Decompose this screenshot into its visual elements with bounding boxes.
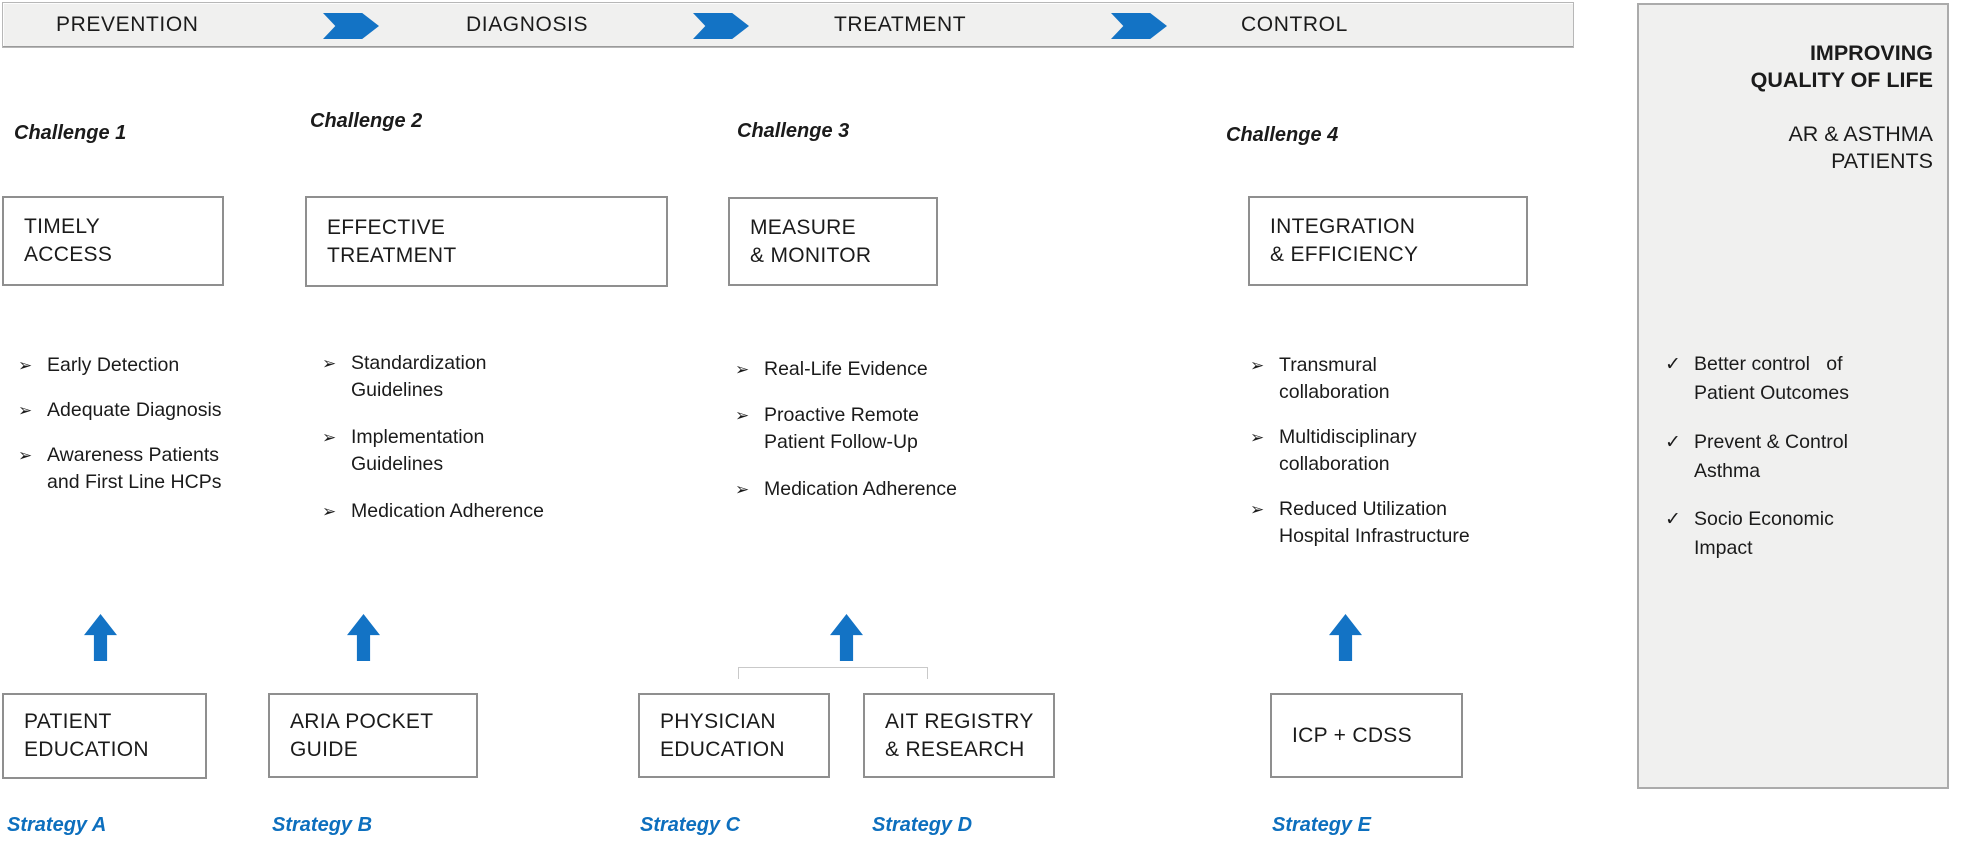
arrowhead-bullet-icon: ➢ [18,401,33,420]
outcome-panel: IMPROVING QUALITY OF LIFE AR & ASTHMA PA… [1637,3,1949,789]
arrowhead-bullet-icon: ➢ [1250,428,1265,447]
challenge-2-label: Challenge 2 [310,110,423,132]
up-arrow-icon [84,614,117,661]
strategy-a-box: PATIENT EDUCATION [2,693,207,779]
arrowhead-bullet-icon: ➢ [1250,356,1265,375]
strategy-e-label: Strategy E [1272,814,1371,836]
bracket-connector [738,667,928,679]
strategy-c-box: PHYSICIAN EDUCATION [638,693,830,778]
flow-arrow-icon [693,13,749,39]
challenge-3-box: MEASURE & MONITOR [728,197,938,286]
bullet-item: ➢ Multidisciplinary collaboration [1250,424,1417,478]
arrowhead-bullet-icon: ➢ [735,360,750,379]
strategy-b-box: ARIA POCKET GUIDE [268,693,478,778]
challenge-1-label: Challenge 1 [14,122,127,144]
bullet-item: ➢ Awareness Patients and First Line HCPs [18,442,221,496]
stage-treatment: TREATMENT [834,13,967,36]
bullet-item: ➢ Early Detection [18,352,179,379]
bullet-item: ➢ Implementation Guidelines [322,424,484,478]
bullet-item: ➢ Adequate Diagnosis [18,397,222,424]
challenge-4-label: Challenge 4 [1226,124,1339,146]
arrowhead-bullet-icon: ➢ [735,480,750,499]
challenge-2-box: EFFECTIVE TREATMENT [305,196,668,287]
bullet-item: ➢ Real-Life Evidence [735,356,928,383]
bullet-item: ➢ Standardization Guidelines [322,350,487,404]
panel-title-bold: IMPROVING QUALITY OF LIFE [1750,41,1933,92]
strategy-c-label: Strategy C [640,814,741,836]
care-pathway-bar: PREVENTION DIAGNOSIS TREATMENT CONTROL [2,2,1574,48]
strategy-e-box: ICP + CDSS [1270,693,1463,778]
check-icon: ✓ [1665,509,1681,530]
challenge-3-label: Challenge 3 [737,120,850,142]
challenge-1-box: TIMELY ACCESS [2,196,224,286]
challenge-4-box: INTEGRATION & EFFICIENCY [1248,196,1528,286]
arrowhead-bullet-icon: ➢ [735,406,750,425]
bullet-item: ➢ Reduced Utilization Hospital Infrastru… [1250,496,1470,550]
benefit-item: ✓ Socio Economic Impact [1665,505,1834,563]
flow-arrow-icon [323,13,379,39]
strategy-d-label: Strategy D [872,814,973,836]
strategy-a-label: Strategy A [7,814,107,836]
bullet-item: ➢ Medication Adherence [735,476,957,503]
flow-arrow-icon [1111,13,1167,39]
arrowhead-bullet-icon: ➢ [322,502,337,521]
benefit-item: ✓ Better control of Patient Outcomes [1665,350,1849,408]
outcome-panel-title: IMPROVING QUALITY OF LIFE AR & ASTHMA PA… [1751,13,1933,202]
bullet-item: ➢ Proactive Remote Patient Follow-Up [735,402,919,456]
up-arrow-icon [830,614,863,661]
strategy-b-label: Strategy B [272,814,373,836]
arrowhead-bullet-icon: ➢ [322,428,337,447]
check-icon: ✓ [1665,354,1681,375]
check-icon: ✓ [1665,432,1681,453]
bullet-item: ➢ Medication Adherence [322,498,544,525]
stage-diagnosis: DIAGNOSIS [466,13,589,36]
up-arrow-icon [1329,614,1362,661]
arrowhead-bullet-icon: ➢ [18,446,33,465]
benefit-item: ✓ Prevent & Control Asthma [1665,428,1848,486]
arrowhead-bullet-icon: ➢ [322,354,337,373]
stage-control: CONTROL [1241,13,1348,36]
strategy-d-box: AIT REGISTRY & RESEARCH [863,693,1055,778]
stage-prevention: PREVENTION [56,13,199,36]
panel-title-regular: AR & ASTHMA PATIENTS [1788,122,1933,173]
arrowhead-bullet-icon: ➢ [1250,500,1265,519]
arrowhead-bullet-icon: ➢ [18,356,33,375]
bullet-item: ➢ Transmural collaboration [1250,352,1390,406]
up-arrow-icon [347,614,380,661]
